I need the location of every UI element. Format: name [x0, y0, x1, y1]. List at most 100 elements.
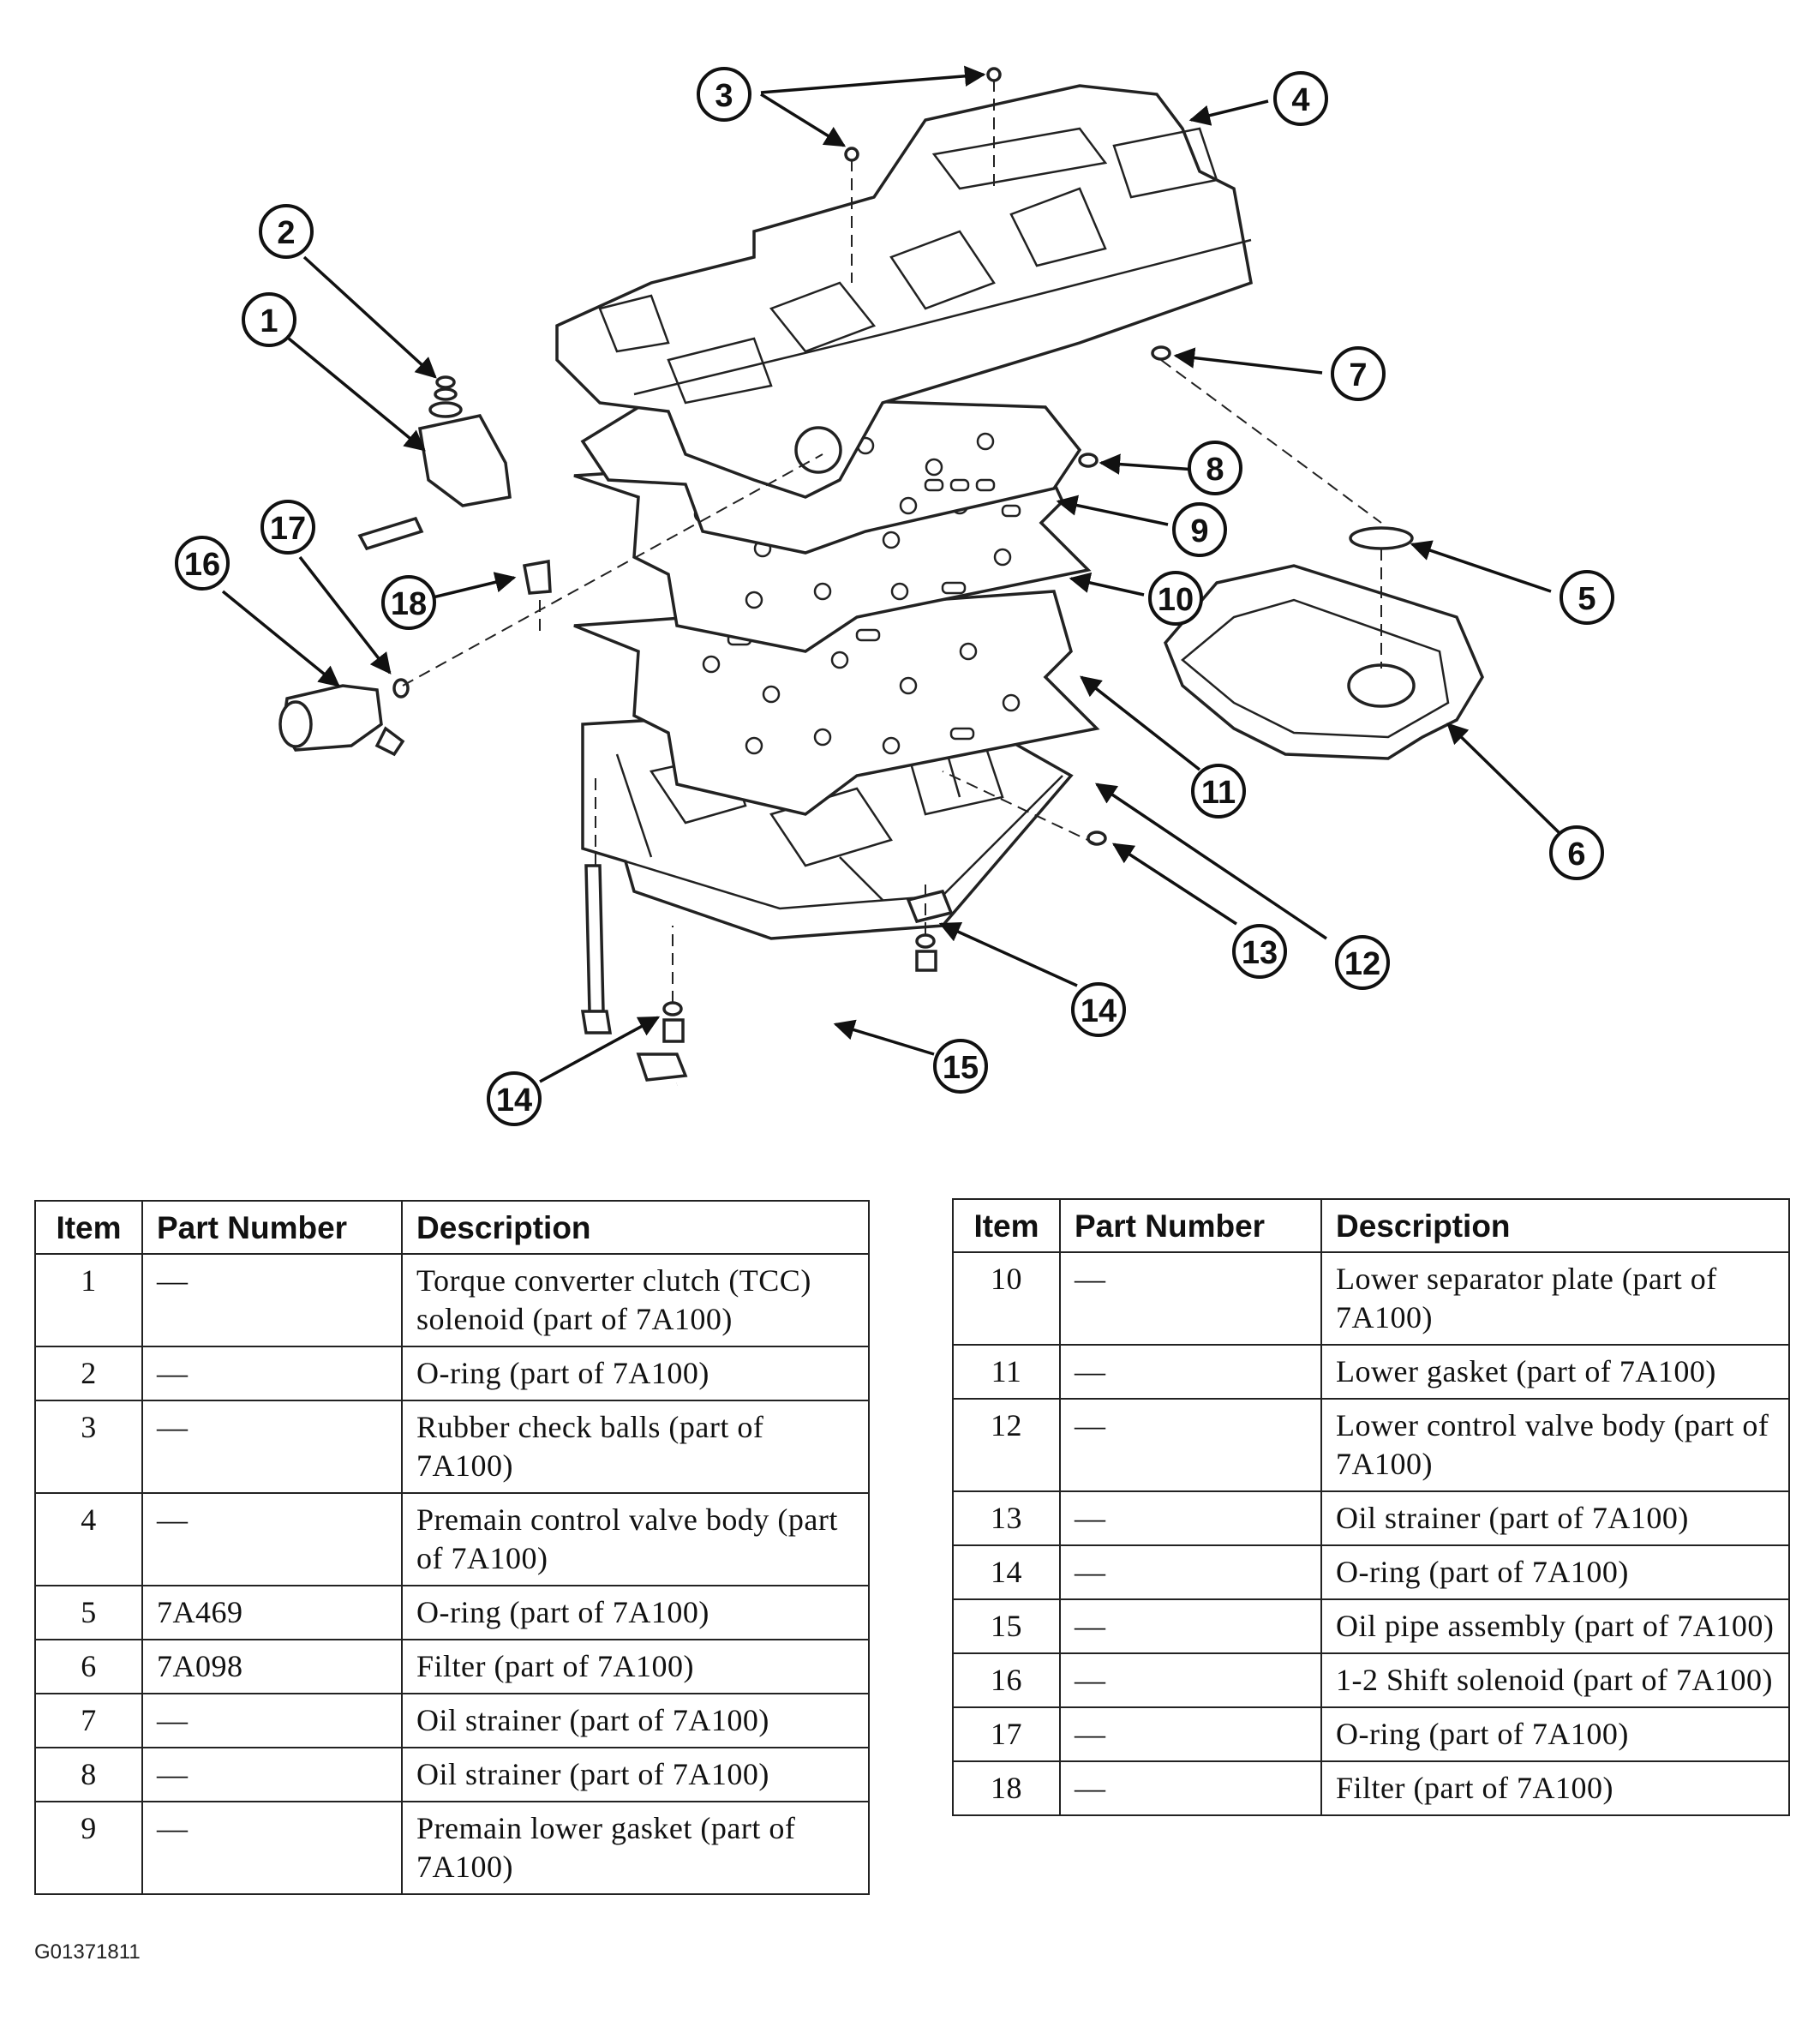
description-cell: Rubber check balls (part of 7A100)	[401, 1400, 870, 1494]
description-cell: Oil pipe assembly (part of 7A100)	[1320, 1598, 1790, 1654]
header-part-number: Part Number	[1059, 1198, 1322, 1253]
callout-14-upper: 14	[1071, 982, 1126, 1037]
description-cell: Oil strainer (part of 7A100)	[401, 1747, 870, 1802]
description-cell: Filter (part of 7A100)	[401, 1639, 870, 1694]
description-cell: Premain control valve body (part of 7A10…	[401, 1492, 870, 1586]
item-cell: 13	[952, 1490, 1061, 1546]
table-row: 11—Lower gasket (part of 7A100)	[952, 1344, 1790, 1400]
callout-12: 12	[1335, 935, 1390, 990]
item-cell: 5	[34, 1585, 143, 1640]
description-cell: Lower separator plate (part of 7A100)	[1320, 1251, 1790, 1346]
callout-18: 18	[381, 575, 436, 630]
description-cell: Filter (part of 7A100)	[1320, 1760, 1790, 1816]
svg-text:9: 9	[1190, 513, 1208, 549]
part-number-cell: —	[1059, 1706, 1322, 1762]
table-row: 3—Rubber check balls (part of 7A100)	[34, 1400, 870, 1494]
part-number-cell: —	[1059, 1251, 1322, 1346]
table-row: 16—1-2 Shift solenoid (part of 7A100)	[952, 1652, 1790, 1708]
item-cell: 12	[952, 1398, 1061, 1492]
table-row: 2—O-ring (part of 7A100)	[34, 1346, 870, 1401]
item-cell: 10	[952, 1251, 1061, 1346]
part-number-cell: —	[141, 1747, 403, 1802]
description-cell: O-ring (part of 7A100)	[401, 1346, 870, 1401]
svg-text:17: 17	[270, 511, 306, 547]
table-row: 10—Lower separator plate (part of 7A100)	[952, 1251, 1790, 1346]
svg-text:3: 3	[715, 78, 733, 114]
header-part-number: Part Number	[141, 1200, 403, 1255]
parts-table-left: Item Part Number Description 1—Torque co…	[34, 1200, 870, 1895]
svg-text:5: 5	[1578, 581, 1595, 617]
svg-text:11: 11	[1201, 775, 1236, 811]
description-cell: Lower gasket (part of 7A100)	[1320, 1344, 1790, 1400]
callout-15: 15	[933, 1039, 988, 1094]
callout-9: 9	[1172, 502, 1227, 557]
part-number-cell: —	[1059, 1544, 1322, 1600]
table-row: 8—Oil strainer (part of 7A100)	[34, 1747, 870, 1802]
callout-10: 10	[1148, 571, 1203, 626]
svg-text:1: 1	[260, 303, 278, 339]
part-number-cell: —	[1059, 1598, 1322, 1654]
callout-2: 2	[259, 204, 314, 259]
part-number-cell: —	[141, 1492, 403, 1586]
callout-16: 16	[175, 536, 230, 591]
lower-gasket	[573, 590, 1100, 816]
table-row: 14—O-ring (part of 7A100)	[952, 1544, 1790, 1600]
header-item: Item	[952, 1198, 1061, 1253]
part-number-cell: —	[1059, 1344, 1322, 1400]
figure-id-label: G01371811	[34, 1940, 141, 1964]
item-cell: 8	[34, 1747, 143, 1802]
item-cell: 15	[952, 1598, 1061, 1654]
callout-14-lower: 14	[487, 1071, 542, 1126]
svg-text:6: 6	[1567, 837, 1585, 873]
svg-text:15: 15	[943, 1050, 979, 1086]
table-row: 12—Lower control valve body (part of 7A1…	[952, 1398, 1790, 1492]
table-row: 17—O-ring (part of 7A100)	[952, 1706, 1790, 1762]
part-number-cell: 7A098	[141, 1639, 403, 1694]
small-parts	[392, 67, 1171, 1043]
filter-assembly	[1163, 526, 1484, 760]
premain-control-valve-body	[555, 84, 1253, 499]
callout-4: 4	[1273, 71, 1328, 126]
part-number-cell: —	[1059, 1760, 1322, 1816]
header-item: Item	[34, 1200, 143, 1255]
callout-8: 8	[1188, 441, 1242, 495]
item-cell: 9	[34, 1801, 143, 1895]
table-row: 9—Premain lower gasket (part of 7A100)	[34, 1801, 870, 1895]
svg-text:2: 2	[277, 215, 295, 251]
part-number-cell: —	[1059, 1398, 1322, 1492]
description-cell: Lower control valve body (part of 7A100)	[1320, 1398, 1790, 1492]
bolt	[580, 864, 613, 1034]
table-header-row: Item Part Number Description	[952, 1198, 1790, 1253]
table-header-row: Item Part Number Description	[34, 1200, 870, 1255]
callout-3: 3	[697, 67, 751, 122]
svg-text:14: 14	[496, 1082, 532, 1118]
svg-text:13: 13	[1242, 935, 1278, 971]
description-cell: Oil strainer (part of 7A100)	[401, 1693, 870, 1748]
description-cell: 1-2 Shift solenoid (part of 7A100)	[1320, 1652, 1790, 1708]
description-cell: Oil strainer (part of 7A100)	[1320, 1490, 1790, 1546]
table-row: 7—Oil strainer (part of 7A100)	[34, 1693, 870, 1748]
callout-6: 6	[1549, 825, 1604, 880]
part-number-cell: —	[141, 1693, 403, 1748]
item-cell: 2	[34, 1346, 143, 1401]
part-number-cell: —	[141, 1801, 403, 1895]
item-cell: 11	[952, 1344, 1061, 1400]
item-cell: 3	[34, 1400, 143, 1494]
tcc-solenoid	[357, 387, 512, 551]
svg-text:10: 10	[1158, 582, 1194, 618]
item-cell: 17	[952, 1706, 1061, 1762]
description-cell: O-ring (part of 7A100)	[401, 1585, 870, 1640]
exploded-view-diagram: 1 2 3 4 5 6 7 8 9 10 11 12 13 14 14 15 1…	[175, 65, 1614, 1126]
item-cell: 1	[34, 1253, 143, 1347]
header-description: Description	[401, 1200, 870, 1255]
part-number-cell: —	[1059, 1490, 1322, 1546]
part-number-cell: —	[1059, 1652, 1322, 1708]
callout-group: 1 2 3 4 5 6 7 8 9 10 11 12 13 14 14 15 1…	[175, 67, 1614, 1126]
callout-17: 17	[260, 500, 315, 555]
alignment-lines	[402, 80, 1382, 1003]
description-cell: Premain lower gasket (part of 7A100)	[401, 1801, 870, 1895]
table-row: 4—Premain control valve body (part of 7A…	[34, 1492, 870, 1586]
description-cell: O-ring (part of 7A100)	[1320, 1706, 1790, 1762]
callout-11: 11	[1191, 764, 1246, 819]
